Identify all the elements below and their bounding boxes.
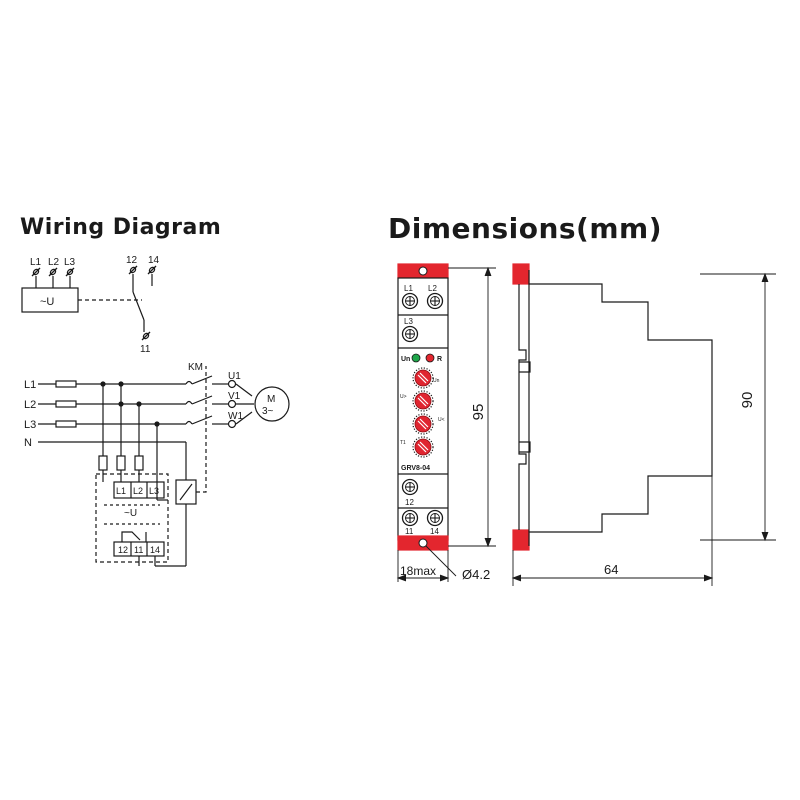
terminal-screw-icon	[401, 478, 419, 496]
wiring-diagram-title: Wiring Diagram	[20, 215, 222, 240]
relay-label-12: 12	[118, 545, 128, 555]
supply-box-label: ~U	[40, 296, 54, 308]
terminal-screw-icon	[141, 331, 151, 341]
terminal-screw-icon	[401, 292, 419, 310]
fuse-relay-l2	[116, 455, 126, 471]
motor-label-m: M	[267, 394, 275, 405]
relay-label-11: 11	[134, 545, 143, 555]
motor-label-u1: U1	[228, 371, 241, 382]
front-term-l1: L1	[404, 284, 413, 293]
front-term-12: 12	[405, 498, 414, 507]
hole-label: Ø4.2	[462, 567, 490, 582]
top-label-11: 11	[140, 344, 151, 355]
terminal-screw-icon	[426, 509, 444, 527]
line-label-n: N	[24, 437, 32, 449]
led-red-icon	[425, 353, 435, 363]
side-view	[512, 263, 713, 551]
top-schematic: L1 L2 L3 ~U 12 14 11	[21, 255, 160, 355]
top-label-l3: L3	[64, 257, 76, 268]
relay-label-u: ~U	[124, 508, 137, 519]
fuse-l3	[55, 420, 77, 428]
dial2-left-label: U>	[400, 394, 407, 400]
terminal-screw-icon	[401, 509, 419, 527]
top-label-l1: L1	[30, 257, 42, 268]
side-top-latch	[512, 263, 530, 285]
dimension-90: 90	[700, 272, 776, 542]
relay-label-l3: L3	[149, 486, 159, 496]
top-label-12: 12	[126, 255, 138, 266]
front-term-l2: L2	[428, 284, 437, 293]
dial3-left-label: T1	[400, 440, 406, 446]
hole-leader: Ø4.2	[425, 545, 490, 582]
line-label-l2: L2	[24, 399, 36, 411]
led-un-label: Un	[401, 356, 410, 363]
front-term-14: 14	[430, 527, 439, 536]
dial2-right-label: U<	[438, 417, 445, 423]
km-label: KM	[188, 362, 203, 373]
width-front-label: 18max	[400, 564, 436, 578]
front-term-11: 11	[405, 527, 414, 536]
line-label-l1: L1	[24, 379, 36, 391]
top-label-14: 14	[148, 255, 160, 266]
terminal-screw-icon	[48, 267, 58, 277]
depth-label: 64	[604, 562, 618, 577]
front-view: L1 L2 L3 Un R Un U> U< T1 GRV8-04 12	[397, 263, 449, 551]
dimension-18max: 18max	[396, 550, 450, 582]
motor-icon	[254, 386, 290, 422]
top-label-l2: L2	[48, 257, 60, 268]
main-circuit: L1 L2 L3 N	[24, 362, 290, 567]
height-side-label: 90	[739, 392, 756, 409]
fuse-relay-l1	[98, 455, 108, 471]
terminal-screw-icon	[65, 267, 75, 277]
dimensions-title: Dimensions(mm)	[388, 212, 662, 245]
wiring-diagram: L1 L2 L3 ~U 12 14 11 L1 L2	[21, 255, 290, 567]
relay-label-l2: L2	[133, 486, 143, 496]
side-bottom-latch	[512, 529, 530, 551]
terminal-screw-icon	[128, 265, 138, 275]
terminal-screw-icon	[401, 325, 419, 343]
led-r-label: R	[437, 356, 442, 363]
terminal-screw-icon	[31, 267, 41, 277]
dimension-95: 95	[448, 266, 496, 548]
front-term-l3: L3	[404, 317, 413, 326]
dimensions-drawing: L1 L2 L3 Un R Un U> U< T1 GRV8-04 12	[396, 263, 776, 586]
device-model-label: GRV8-04	[401, 465, 430, 472]
side-profile	[528, 270, 713, 546]
relay-label-14: 14	[150, 545, 160, 555]
fuse-relay-l3	[134, 455, 144, 471]
relay-label-l1: L1	[116, 486, 126, 496]
relay-box	[95, 473, 169, 563]
dimension-64: 64	[511, 476, 714, 586]
terminal-screw-icon	[147, 265, 157, 275]
dial1-label: Un	[433, 378, 440, 384]
line-label-l3: L3	[24, 419, 36, 431]
motor-label-v1: V1	[228, 391, 241, 402]
motor-label-phase: 3~	[262, 406, 274, 417]
terminal-screw-icon	[426, 292, 444, 310]
motor-label-w1: W1	[228, 411, 243, 422]
relay-terminal-strip	[113, 481, 165, 499]
fuse-l1	[55, 380, 77, 388]
fuse-l2	[55, 400, 77, 408]
led-green-icon	[411, 353, 421, 363]
height-front-label: 95	[470, 404, 487, 421]
